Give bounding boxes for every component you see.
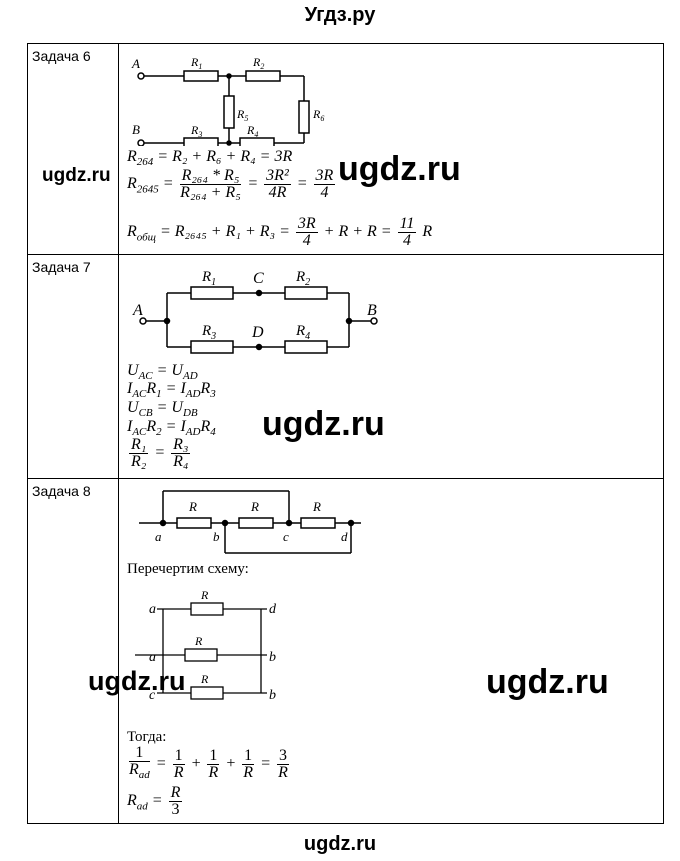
task-6-row: Задача 6 [27,43,664,255]
task-7-formula-3: UCB = UDB [127,399,198,420]
footer-text: ugdz.ru [303,833,377,855]
task-8-label: Задача 8 [27,478,119,824]
node-label-a: A [131,56,140,71]
resistor-label-r5: R5 [236,107,248,123]
watermark: ugdz.ru [338,150,461,188]
watermark: ugdz.ru [486,663,609,701]
task-7-row: Задача 7 [27,254,664,479]
then-text: Тогда: [127,729,167,745]
task-8-sketch-diagram: a R d a R b c R b [135,588,277,703]
task-7-formula-1: UAC = UAD [127,362,198,383]
resistor-label-r6: R6 [312,107,324,123]
site-title: Угдз.ру [304,4,376,26]
resistor-label-r3: R3 [190,123,202,139]
resistor-label-r1: R1 [190,55,202,71]
resistor-label-r: R [250,499,259,514]
task-6-content: A B R1 R2 R3 R4 R5 R6 R264 = R₂ + R₆ + R… [118,43,664,255]
task-8-row: Задача 8 [27,478,664,824]
sketch-label-r: R [200,588,209,602]
watermark: ugdz.ru [262,405,385,443]
task-8-content: R R R a b c d Перечертим схему: [118,478,664,824]
node-label-d: d [341,529,348,544]
node-label-a: a [155,529,162,544]
resistor-label-r2: R2 [252,55,264,71]
node-label-d: D [251,324,264,341]
task-7-label: Задача 7 [27,254,119,479]
node-label-c: c [283,529,289,544]
task-6-circuit-diagram: A B R1 R2 R3 R4 R5 R6 [131,55,324,146]
resistor-label-r4: R4 [246,123,258,139]
sketch-label-a: a [149,602,156,617]
tasks-table: Задача 6 [27,43,664,824]
resistor-label-r3: R3 [201,323,216,342]
resistor-label-r: R [188,499,197,514]
task-8-circuit-diagram: R R R a b c d [139,490,361,554]
resistor-label-r1: R1 [201,269,216,288]
task-7-formula-2: IACR1 = IADR3 [127,380,216,401]
node-label-c: C [253,270,264,287]
resistor-label-r: R [312,499,321,514]
node-label-b: B [132,122,140,137]
sketch-label-r: R [200,672,209,686]
resistor-label-r2: R2 [295,269,310,288]
task-6-formula-1: R264 = R₂ + R₆ + R₄ = 3R [127,148,293,169]
sketch-label-a: a [149,650,156,665]
sketch-label-b: b [269,650,276,665]
task-7-formula-4: IACR2 = IADR4 [127,418,216,439]
redraw-text: Перечертим схему: [127,561,249,577]
watermark: ugdz.ru [42,165,111,186]
node-label-b: B [367,302,377,319]
sketch-label-b: b [269,688,276,703]
watermark: ugdz.ru [88,666,186,696]
task-7-content: A B C D R1 R2 R3 R4 UAC = UAD IACR1 = IA… [118,254,664,479]
task-6-label: Задача 6 [27,43,119,255]
node-label-b: b [213,529,220,544]
node-label-a: A [132,302,143,319]
sketch-label-d: d [269,602,277,617]
resistor-label-r4: R4 [295,323,310,342]
sketch-label-c: c [149,688,156,703]
sketch-label-r: R [194,634,203,648]
task-7-circuit-diagram: A B C D R1 R2 R3 R4 [132,269,378,354]
